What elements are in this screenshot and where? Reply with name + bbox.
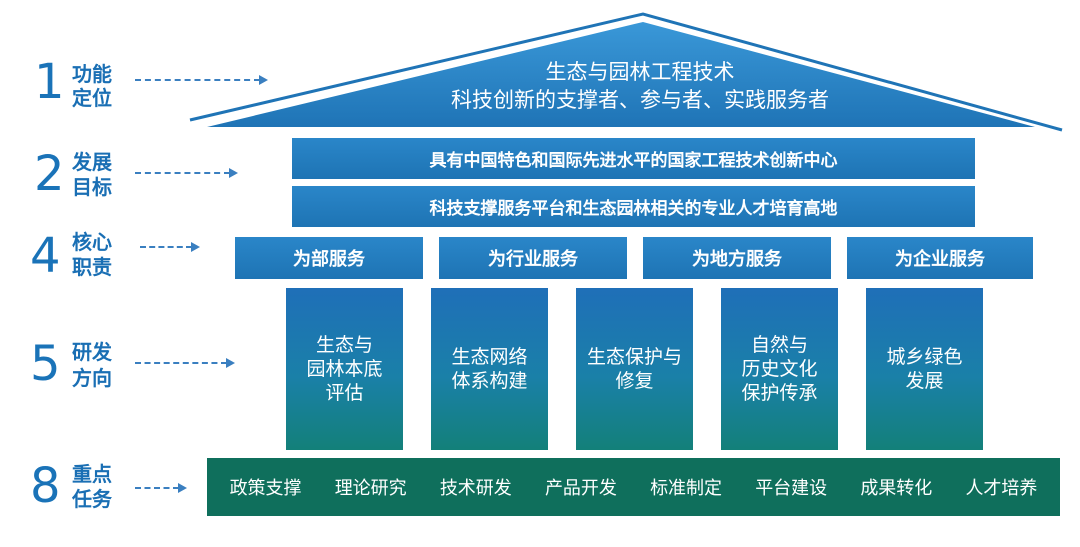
- row-1-arrow: [135, 74, 268, 86]
- row-8-number: 8: [30, 458, 61, 514]
- task-item-2: 理论研究: [334, 478, 407, 499]
- row-1-label-line1: 功能: [72, 62, 112, 86]
- tasks-bar: 政策支撑 理论研究 技术研发 产品开发 标准制定 平台建设 成果转化 人才培养: [207, 458, 1060, 516]
- task-item-3: 技术研发: [439, 478, 512, 499]
- direction-text-1: 生态与 园林本底 评估: [306, 334, 383, 404]
- direction-text-4: 自然与 历史文化 保护传承: [741, 334, 818, 404]
- direction-column-1: 生态与 园林本底 评估: [286, 288, 403, 450]
- roof-shape: [189, 12, 1063, 132]
- row-8-label-line2: 任务: [72, 487, 112, 511]
- duty-bar-2: 为行业服务: [439, 237, 627, 279]
- task-item-6: 平台建设: [755, 478, 828, 499]
- row-1-number: 1: [34, 54, 65, 110]
- row-2-arrow: [135, 167, 238, 179]
- task-item-5: 标准制定: [650, 478, 723, 499]
- row-1-label-line2: 定位: [72, 86, 112, 110]
- row-5-arrow: [135, 357, 235, 369]
- direction-column-5: 城乡绿色 发展: [866, 288, 983, 450]
- row-5-label-line1: 研发: [72, 340, 112, 364]
- row-4-number: 4: [30, 228, 61, 284]
- goal-bar-1: 具有中国特色和国际先进水平的国家工程技术创新中心: [292, 138, 975, 179]
- direction-text-2: 生态网络 体系构建: [451, 346, 528, 392]
- duty-bar-1: 为部服务: [235, 237, 423, 279]
- row-2-label-line2: 目标: [72, 175, 112, 199]
- row-8-arrow: [135, 482, 187, 494]
- duty-bar-4: 为企业服务: [847, 237, 1033, 279]
- row-2-number: 2: [34, 146, 65, 202]
- roof-line-2: 科技创新的支撑者、参与者、实践服务者: [451, 88, 829, 112]
- row-4-arrow: [140, 241, 200, 253]
- task-item-7: 成果转化: [860, 478, 933, 499]
- direction-text-3: 生态保护与 修复: [586, 346, 682, 392]
- direction-text-5: 城乡绿色 发展: [886, 346, 963, 392]
- duty-bar-3: 为地方服务: [643, 237, 831, 279]
- row-4-label-line1: 核心: [72, 230, 112, 254]
- row-4-label-line2: 职责: [72, 255, 112, 279]
- row-2-label-line1: 发展: [72, 150, 112, 174]
- roof-text: 生态与园林工程技术 科技创新的支撑者、参与者、实践服务者: [380, 58, 900, 114]
- row-5-label-line2: 方向: [72, 366, 112, 390]
- direction-column-4: 自然与 历史文化 保护传承: [721, 288, 838, 450]
- row-8-label-line1: 重点: [72, 462, 112, 486]
- roof-line-1: 生态与园林工程技术: [545, 60, 735, 84]
- direction-column-2: 生态网络 体系构建: [431, 288, 548, 450]
- task-item-8: 人才培养: [965, 478, 1038, 499]
- direction-column-3: 生态保护与 修复: [576, 288, 693, 450]
- task-item-1: 政策支撑: [229, 478, 302, 499]
- task-item-4: 产品开发: [544, 478, 617, 499]
- row-5-number: 5: [30, 336, 61, 392]
- goal-bar-2: 科技支撑服务平台和生态园林相关的专业人才培育高地: [292, 186, 975, 227]
